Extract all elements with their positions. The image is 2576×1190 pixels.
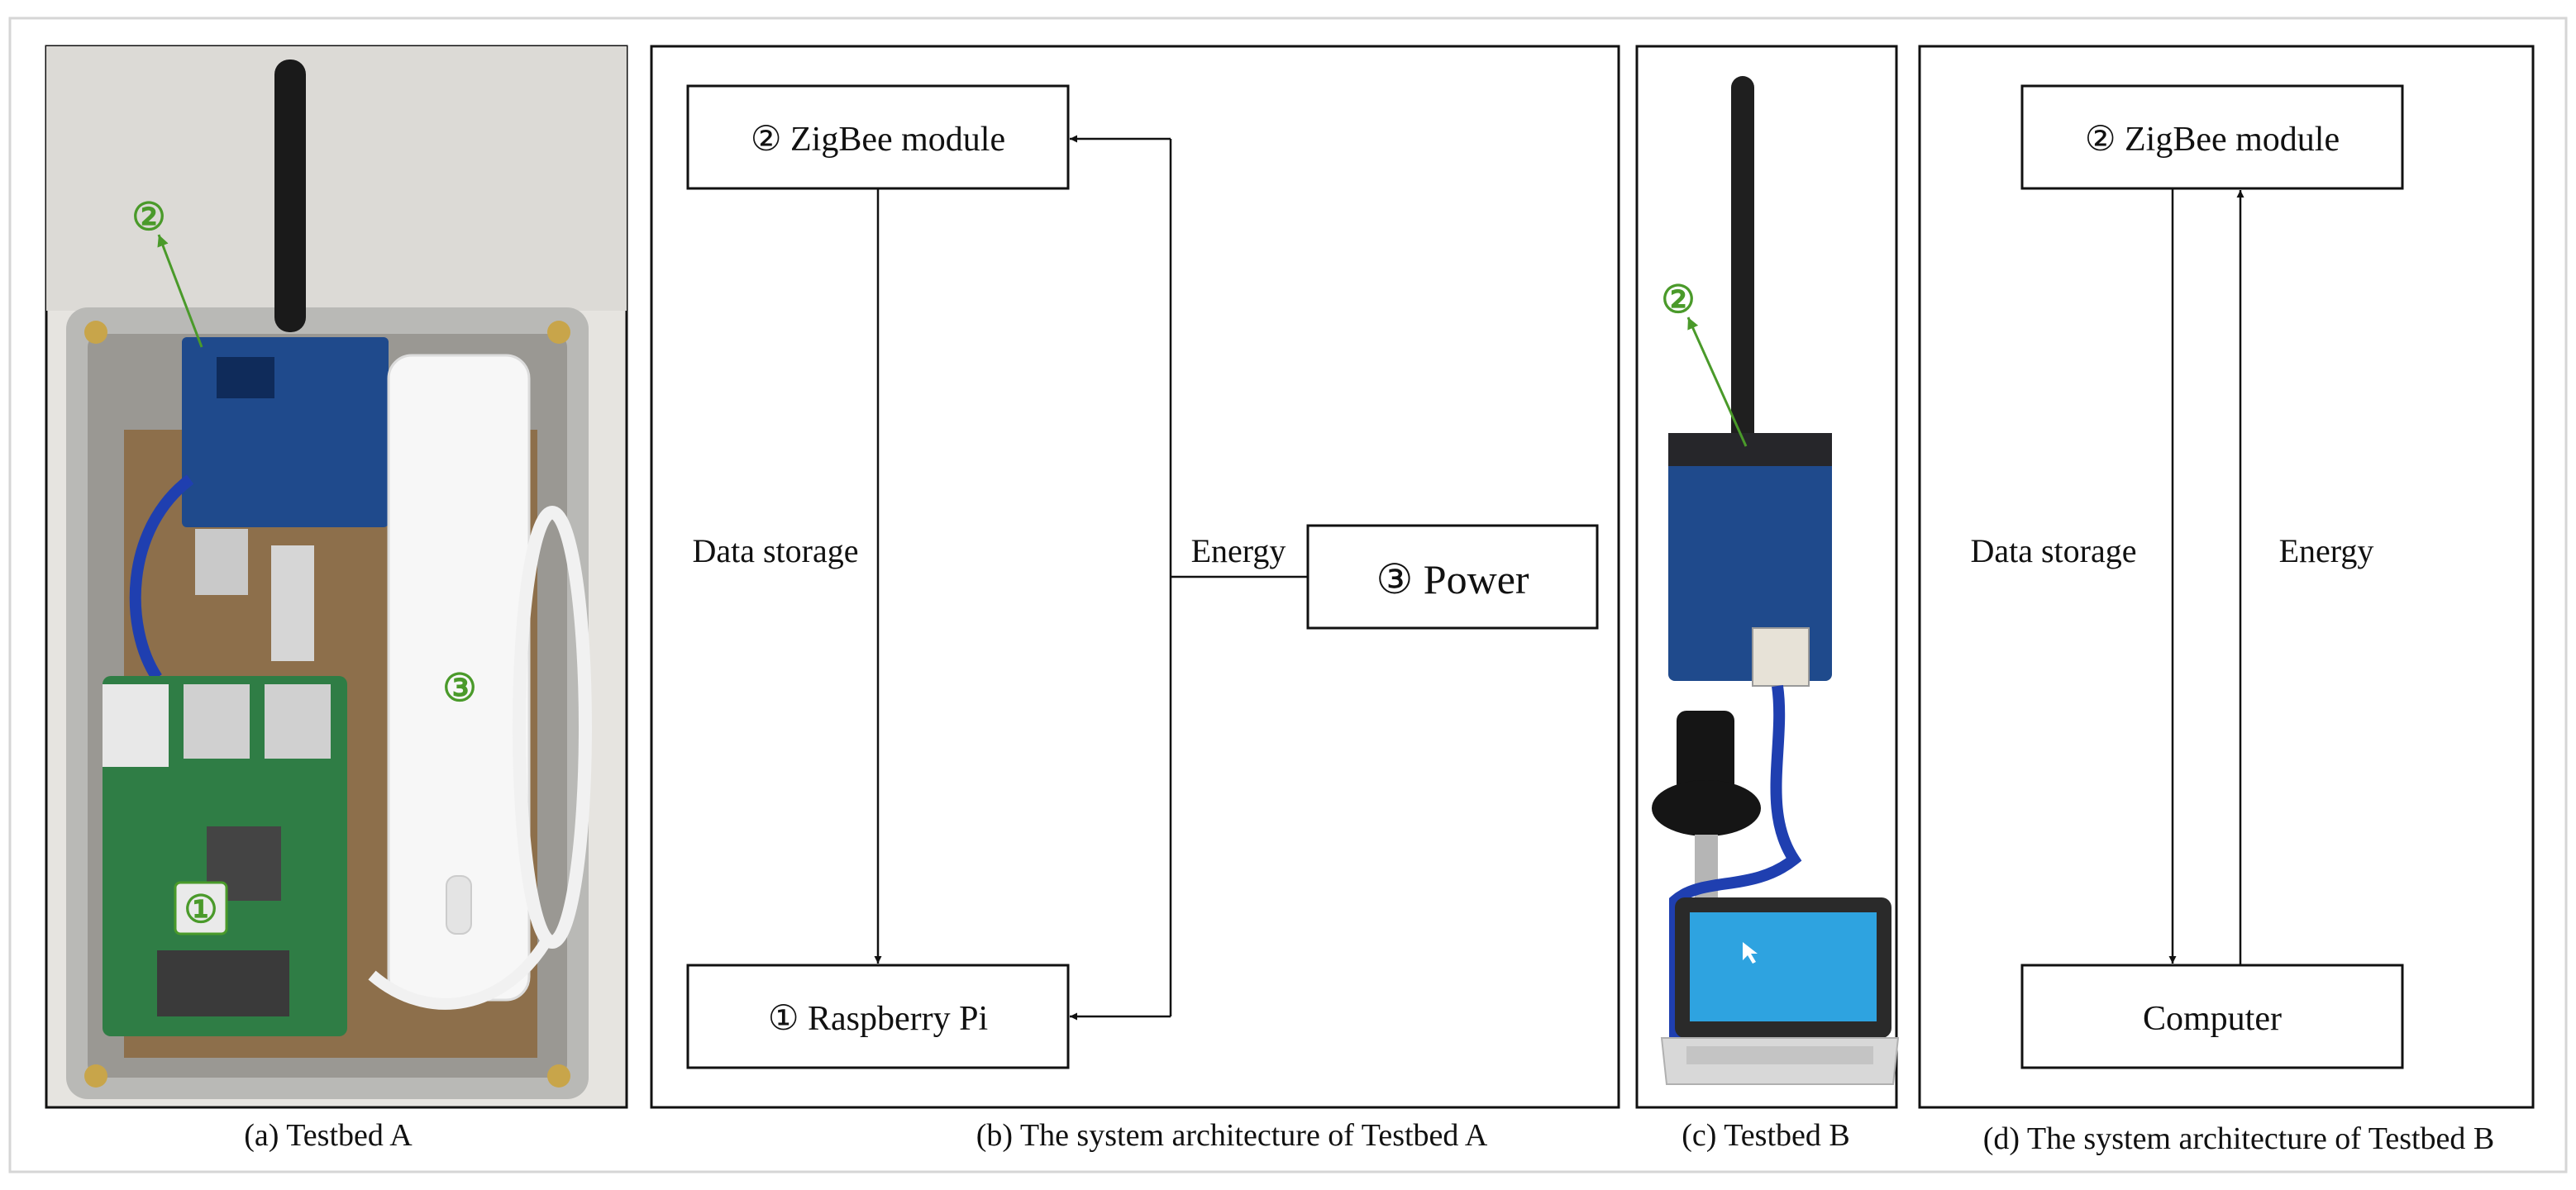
caption-b: (b) The system architecture of Testbed A — [976, 1118, 1488, 1153]
panel-a-photo: ② ① ③ — [45, 45, 628, 1109]
zigbee-board-c — [1668, 433, 1832, 681]
energy-label-d: Energy — [2279, 532, 2374, 569]
marker-2-a: ② — [131, 196, 165, 238]
data-storage-label-d: Data storage — [1970, 532, 2136, 569]
marker-arrow-a — [157, 234, 203, 348]
usb-cable-c — [1669, 685, 1802, 1043]
computer-label-d: Computer — [2143, 1000, 2282, 1038]
tripod-mount — [1677, 711, 1734, 793]
raspberry-label-b: ① Raspberry Pi — [768, 1000, 988, 1038]
power-label-b: ③ Power — [1376, 556, 1529, 602]
marker-1-a: ① — [184, 888, 217, 931]
marker-2-c: ② — [1661, 278, 1695, 321]
zigbee-board-a — [182, 337, 389, 527]
zigbee-box-d — [2020, 84, 2404, 190]
antenna-c — [1731, 76, 1754, 456]
panel-c-photo: ② — [1635, 45, 1900, 1109]
marker-3-a: ③ — [442, 667, 476, 709]
data-storage-label-b: Data storage — [692, 532, 858, 569]
zigbee-box-b — [686, 84, 1070, 190]
caption-c: (c) Testbed B — [1682, 1118, 1849, 1153]
outer-border — [8, 17, 2568, 1173]
caption-a: (a) Testbed A — [244, 1118, 413, 1153]
computer-box-d — [2020, 964, 2404, 1069]
panel-b-diagram: ② ZigBee module ① Raspberry Pi ③ Power D… — [650, 45, 1620, 1109]
energy-label-b: Energy — [1191, 532, 1286, 569]
marker-arrow-c — [1686, 317, 1748, 447]
panel-d-diagram: ② ZigBee module Computer Data storage En… — [1918, 45, 2535, 1109]
caption-d: (d) The system architecture of Testbed B — [1983, 1121, 2495, 1156]
raspberry-box-b — [686, 964, 1070, 1069]
power-box-b — [1306, 524, 1599, 630]
antenna-a — [274, 60, 306, 332]
zigbee-label-b: ② ZigBee module — [751, 121, 1005, 159]
zigbee-label-d: ② ZigBee module — [2085, 121, 2340, 159]
usb-cable-a — [129, 474, 194, 681]
